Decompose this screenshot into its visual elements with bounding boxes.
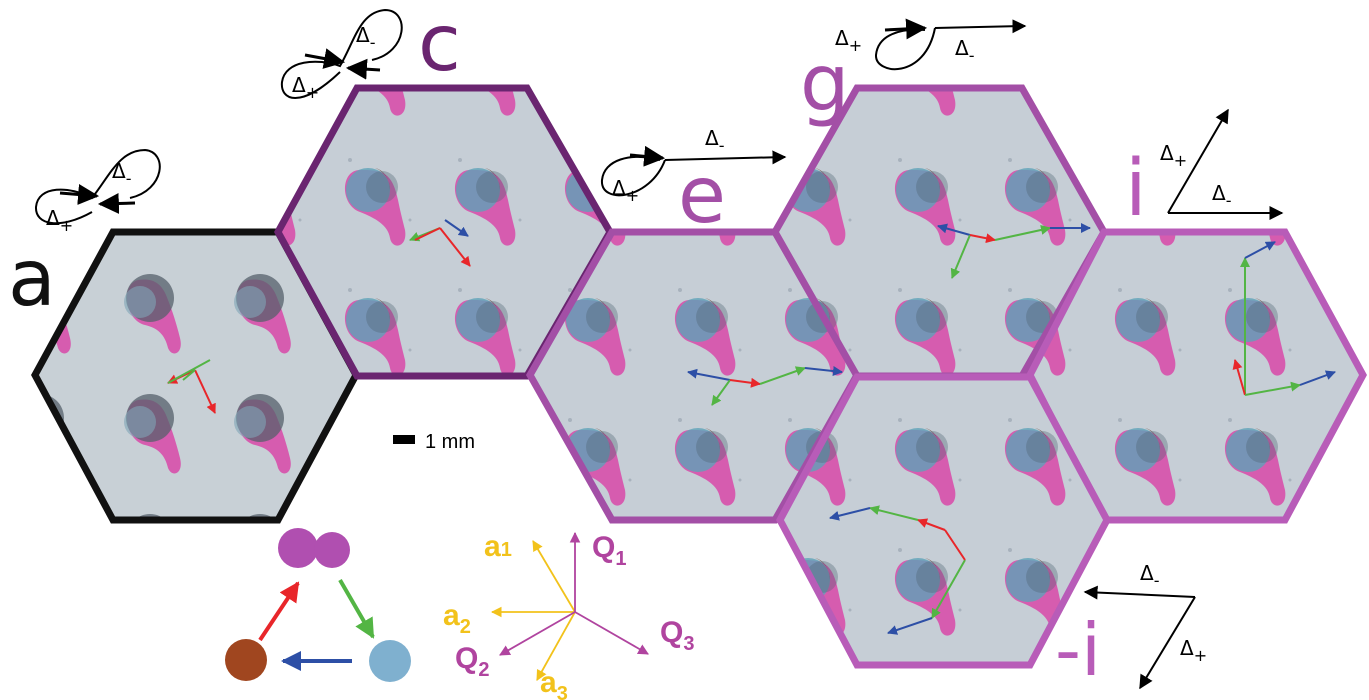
delta-plus-label: Δ+ <box>835 26 862 55</box>
panel-letter-a: a <box>8 234 56 324</box>
delta-diagram-a: Δ- Δ+ <box>34 148 161 235</box>
cycle-arrow-red <box>258 581 300 642</box>
panel-letter-e: e <box>678 151 726 241</box>
scale-bar-label: 1 mm <box>425 431 475 453</box>
lattice-vectors-a <box>167 359 216 414</box>
vector-label-a3: a3 <box>540 666 568 700</box>
lattice-vectors-minus-i <box>829 505 966 635</box>
top-drop-circle <box>278 528 318 568</box>
vector-label-a1: aa11 <box>484 530 512 563</box>
left-drop-circle <box>225 639 267 681</box>
delta-minus-label: Δ- <box>705 126 724 155</box>
vector-label-q1: Q1 <box>592 531 626 570</box>
panel-letter-minus-i: -i <box>1055 608 1101 692</box>
top-drop-circle-2 <box>314 532 350 568</box>
vector-label-a2: a2 <box>443 599 471 638</box>
cycle-diagram <box>225 528 411 682</box>
delta-diagram-g: Δ+ Δ- <box>835 18 1027 71</box>
delta-plus-label: Δ+ <box>612 176 639 205</box>
scale-bar: 1 mm <box>393 431 475 453</box>
delta-plus-label: Δ+ <box>292 73 319 102</box>
hex-panel-minus-i <box>776 373 1111 669</box>
delta-diagram-i: Δ+ Δ- <box>1160 108 1284 220</box>
delta-plus-label: Δ+ <box>1180 636 1207 665</box>
delta-minus-label: Δ- <box>1212 181 1231 210</box>
delta-diagram-minus-i: Δ- Δ+ <box>1083 561 1207 690</box>
vector-label-q2: Q2 <box>455 642 489 681</box>
delta-plus-label: Δ+ <box>46 206 73 235</box>
delta-minus-label: Δ- <box>112 159 131 188</box>
panel-letter-c: c <box>418 0 461 89</box>
lattice-vectors-c <box>409 219 471 267</box>
cycle-arrow-green <box>338 578 375 639</box>
lattice-vectors-g <box>937 223 1091 279</box>
delta-plus-label: Δ+ <box>1160 141 1187 170</box>
panel-letter-i: i <box>1125 144 1147 234</box>
delta-diagram-e: Δ- Δ+ <box>600 126 787 205</box>
right-drop-circle <box>369 640 411 682</box>
vector-label-q3: Q3 <box>660 616 694 655</box>
panel-letter-g: g <box>800 39 850 129</box>
lattice-vectors-e <box>687 366 843 406</box>
delta-minus-label: Δ- <box>356 23 375 52</box>
lattice-vector-diagram: aa11 a2 a3 Q1 Q2 Q3 <box>443 530 694 700</box>
delta-minus-label: Δ- <box>955 36 974 65</box>
delta-diagram-c: Δ- Δ+ <box>280 8 403 102</box>
delta-minus-label: Δ- <box>1140 561 1159 590</box>
lattice-vectors-i <box>1232 241 1336 396</box>
